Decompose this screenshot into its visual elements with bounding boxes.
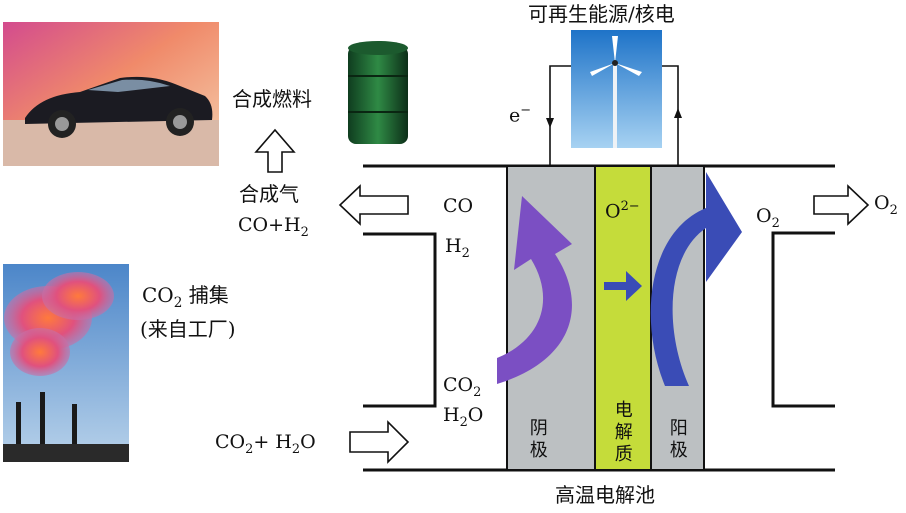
cell-title: 高温电解池 xyxy=(555,483,655,507)
electrolyte-layer xyxy=(594,165,652,471)
syngas-label: 合成气 xyxy=(239,182,299,206)
oil-barrel-icon xyxy=(348,41,408,144)
electrolyte-label: 电解质 xyxy=(611,400,633,466)
anode-label: 阳极 xyxy=(666,418,688,462)
blue-curved-arrow-icon xyxy=(650,172,742,386)
o2-anode-label: O2 xyxy=(756,205,780,231)
energy-source-label: 可再生能源/核电 xyxy=(528,2,675,26)
h2o-reactant-label: H2O xyxy=(443,404,484,430)
factory-image xyxy=(3,264,129,462)
car-image xyxy=(3,22,219,166)
o2-out-arrow-icon xyxy=(813,184,870,226)
syngas-formula: CO+H2 xyxy=(238,214,309,240)
electron-arrow-down-icon xyxy=(546,118,554,128)
syngas-out-arrow-icon xyxy=(338,184,409,226)
o2-output-label: O2 xyxy=(874,192,898,218)
fuel-up-arrow-icon xyxy=(254,128,296,173)
external-circuit xyxy=(549,65,679,166)
h2-product-label: H2 xyxy=(445,235,470,261)
oxide-ion-label: O2− xyxy=(605,199,640,223)
synthetic-fuel-label: 合成燃料 xyxy=(232,87,312,111)
ion-arrow-icon xyxy=(604,271,642,301)
wind-turbine-image xyxy=(571,30,662,148)
feed-label: CO2+ H2O xyxy=(215,431,316,457)
cathode-label: 阴极 xyxy=(526,418,548,462)
purple-curved-arrow-icon xyxy=(497,196,572,384)
electron-label: e− xyxy=(509,103,532,127)
co-product-label: CO xyxy=(443,195,474,217)
co2-capture-label: CO2 捕集 xyxy=(142,283,229,311)
co2-source-label: (来自工厂) xyxy=(140,317,236,341)
current-arrow-up-icon xyxy=(674,108,682,118)
feed-in-arrow-icon xyxy=(349,420,410,464)
co2-reactant-label: CO2 xyxy=(443,374,482,400)
